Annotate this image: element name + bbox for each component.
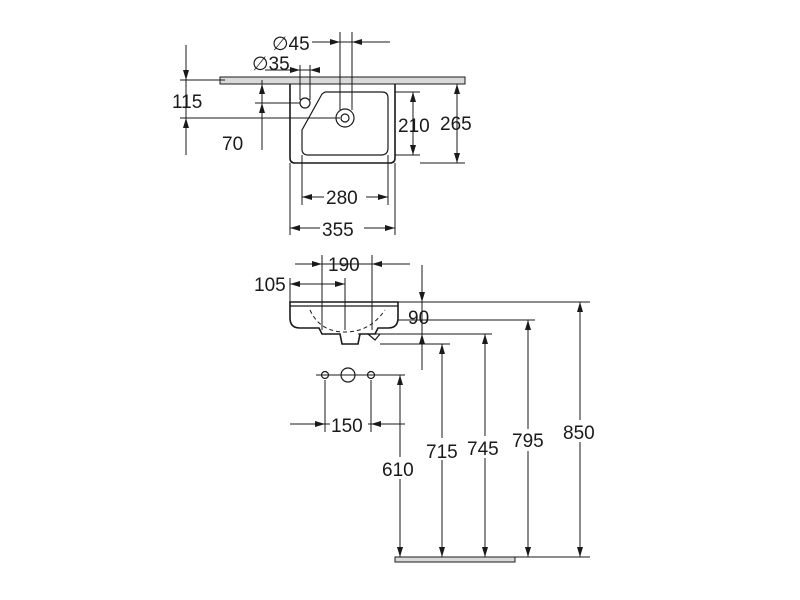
arrow	[312, 261, 322, 267]
dim-label-355: 355	[322, 220, 354, 241]
label-bg	[510, 429, 550, 451]
basin-bowl-top	[301, 91, 389, 156]
arrow	[397, 547, 403, 557]
arrow	[525, 320, 531, 330]
arrow	[397, 375, 403, 385]
arrow	[183, 70, 189, 80]
label-bg	[381, 457, 421, 479]
dim-label-35: ∅35	[252, 54, 290, 75]
label-bg	[425, 438, 465, 460]
dim-label-150: 150	[331, 416, 363, 437]
arrow	[290, 67, 300, 73]
arrow	[482, 334, 488, 344]
arrow	[454, 84, 460, 94]
arrow	[525, 547, 531, 557]
dim-label-45: ∅45	[272, 34, 310, 55]
dim-label-715: 715	[426, 442, 458, 463]
label-bg	[324, 184, 366, 204]
arrow	[290, 281, 300, 287]
dim-label-610: 610	[382, 460, 414, 481]
label-bg	[466, 436, 506, 458]
arrow	[439, 344, 445, 354]
drain-stub	[367, 333, 381, 341]
tap-hole-icon	[299, 97, 311, 109]
arrow	[183, 118, 189, 128]
arrow	[330, 39, 340, 45]
arrow	[378, 194, 388, 200]
arrow	[290, 225, 300, 231]
label-bg	[320, 216, 364, 236]
arrow	[410, 92, 416, 102]
arrow	[310, 67, 320, 73]
arrow	[335, 281, 345, 287]
arrow	[419, 292, 425, 302]
arrow	[410, 145, 416, 155]
arrow	[419, 334, 425, 344]
front-view: 190 105 90 850 795	[254, 255, 603, 563]
dim-label-280: 280	[326, 188, 358, 209]
arrow	[315, 421, 325, 427]
arrow	[259, 84, 265, 94]
dim-label-210: 210	[398, 116, 430, 137]
dim-label-90: 90	[408, 308, 429, 329]
arrow	[454, 153, 460, 163]
wall-plate-top	[219, 76, 466, 85]
arrow	[371, 421, 381, 427]
label-bg	[561, 420, 603, 442]
dim-label-745: 745	[467, 439, 499, 460]
dim-label-850: 850	[563, 423, 595, 444]
arrow	[482, 547, 488, 557]
dim-label-190: 190	[328, 255, 360, 276]
arrow	[385, 225, 395, 231]
arrow	[259, 103, 265, 113]
bowl-hidden-line	[309, 309, 386, 333]
dim-label-795: 795	[512, 431, 544, 452]
arrow	[302, 194, 312, 200]
dim-label-265: 265	[440, 114, 472, 135]
arrow	[577, 302, 583, 312]
drain-inner-icon	[340, 113, 350, 123]
arrow	[439, 547, 445, 557]
dim-label-70: 70	[222, 134, 243, 155]
arrow	[577, 547, 583, 557]
top-view: ∅45 ∅35 115 70 210 265	[172, 32, 472, 241]
dim-label-105: 105	[254, 275, 286, 296]
basin-outline-top	[289, 84, 396, 164]
arrow	[352, 39, 362, 45]
arrow	[372, 261, 382, 267]
basin-outline-front	[289, 301, 399, 345]
dim-label-115: 115	[172, 92, 202, 113]
label-bg	[330, 414, 368, 434]
floor-plate	[394, 556, 516, 563]
